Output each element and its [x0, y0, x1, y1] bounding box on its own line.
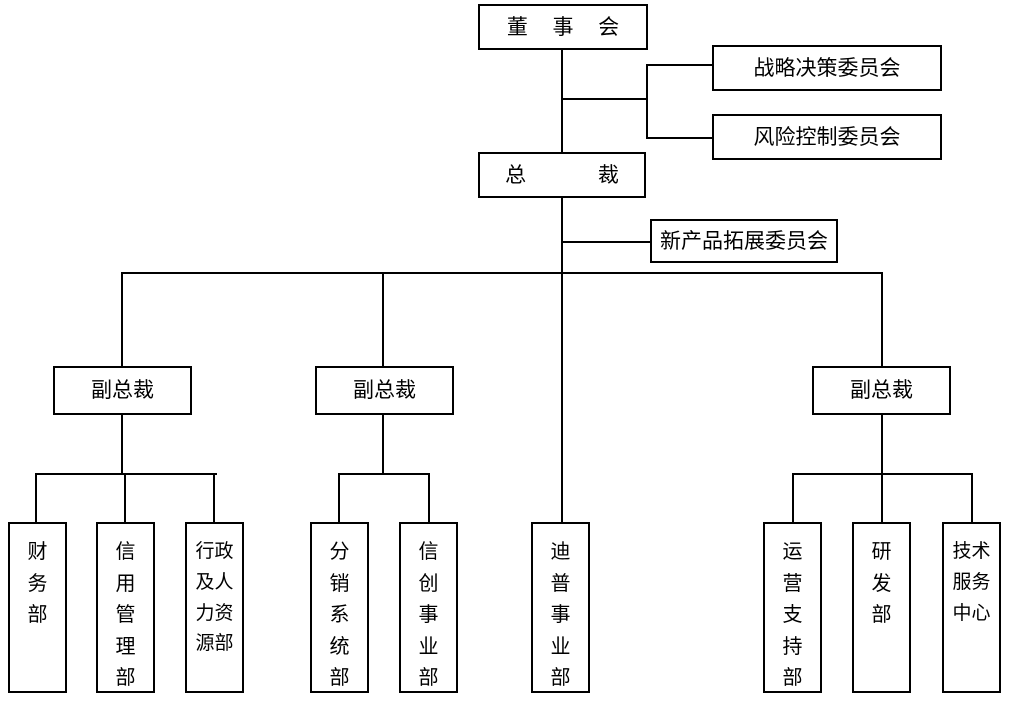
drop-to-vp-2	[382, 272, 384, 366]
node-credit-management-department-label: 信 用 管 理 部	[115, 539, 136, 690]
node-distribution-system-department[interactable]: 分 销 系 统 部	[310, 522, 369, 693]
distribution-bar-main	[122, 272, 883, 274]
drop-to-finance-department	[35, 473, 37, 522]
node-tech-service-center[interactable]: 技术 服务 中心	[942, 522, 1001, 693]
node-vp-1[interactable]: 副总裁	[53, 366, 192, 415]
node-distribution-system-department-label: 分 销 系 统 部	[329, 539, 350, 690]
vp1-stem	[121, 415, 123, 473]
node-risk-committee-label: 风险控制委员会	[753, 124, 901, 149]
connector-bus-to-strategy-committee	[646, 64, 712, 66]
node-rd-department-label: 研 发 部	[871, 539, 892, 627]
node-operations-support-department[interactable]: 运 营 支 持 部	[763, 522, 822, 693]
connector-board-to-committee-bus	[561, 98, 648, 100]
committee-bus-vertical	[646, 64, 648, 139]
vp3-stem	[881, 415, 883, 473]
node-admin-hr-department-label: 行政 及人 力资 源部	[195, 540, 234, 655]
node-credit-management-department[interactable]: 信 用 管 理 部	[96, 522, 155, 693]
connector-president-trunk	[561, 198, 563, 274]
node-president[interactable]: 总 裁	[478, 152, 646, 198]
drop-to-credit-department	[124, 473, 126, 522]
drop-to-distribution-department	[338, 473, 340, 522]
node-rd-department[interactable]: 研 发 部	[852, 522, 911, 693]
drop-to-vp-3	[881, 272, 883, 366]
node-board[interactable]: 董 事 会	[478, 4, 648, 50]
node-admin-hr-department[interactable]: 行政 及人 力资 源部	[185, 522, 244, 693]
node-strategy-committee[interactable]: 战略决策委员会	[712, 45, 942, 91]
node-newproduct-committee-label: 新产品拓展委员会	[660, 228, 828, 253]
node-finance-department[interactable]: 财 务 部	[8, 522, 67, 693]
connector-president-to-newproduct-committee	[561, 241, 650, 243]
node-tech-service-center-label: 技术 服务 中心	[952, 540, 991, 624]
drop-to-hr-department	[213, 473, 215, 522]
drop-to-dipu-department	[561, 272, 563, 522]
node-risk-committee[interactable]: 风险控制委员会	[712, 114, 942, 160]
node-vp-3-label: 副总裁	[850, 378, 913, 403]
vp2-distribution-bar	[338, 473, 430, 475]
node-xinchuang-business-department[interactable]: 信 创 事 业 部	[399, 522, 458, 693]
vp1-distribution-bar	[35, 473, 217, 475]
node-operations-support-department-label: 运 营 支 持 部	[782, 539, 803, 690]
drop-to-tech-service-center	[971, 473, 973, 522]
drop-to-vp-1	[121, 272, 123, 366]
node-vp-2[interactable]: 副总裁	[315, 366, 454, 415]
connector-bus-to-risk-committee	[646, 137, 712, 139]
node-board-label: 董 事 会	[506, 14, 629, 39]
node-finance-department-label: 财 务 部	[27, 539, 48, 627]
drop-to-xinchuang-department	[428, 473, 430, 522]
node-vp-1-label: 副总裁	[91, 378, 154, 403]
vp2-stem	[382, 415, 384, 473]
node-vp-3[interactable]: 副总裁	[812, 366, 951, 415]
node-dipu-business-department-label: 迪 普 事 业 部	[550, 539, 571, 690]
node-vp-2-label: 副总裁	[353, 378, 416, 403]
node-president-label: 总 裁	[505, 162, 628, 187]
node-newproduct-committee[interactable]: 新产品拓展委员会	[650, 219, 838, 263]
connector-board-to-president	[561, 50, 563, 152]
drop-to-rd-department	[881, 473, 883, 522]
node-strategy-committee-label: 战略决策委员会	[753, 55, 901, 80]
node-dipu-business-department[interactable]: 迪 普 事 业 部	[531, 522, 590, 693]
drop-to-operations-department	[792, 473, 794, 522]
node-xinchuang-business-department-label: 信 创 事 业 部	[418, 539, 439, 690]
